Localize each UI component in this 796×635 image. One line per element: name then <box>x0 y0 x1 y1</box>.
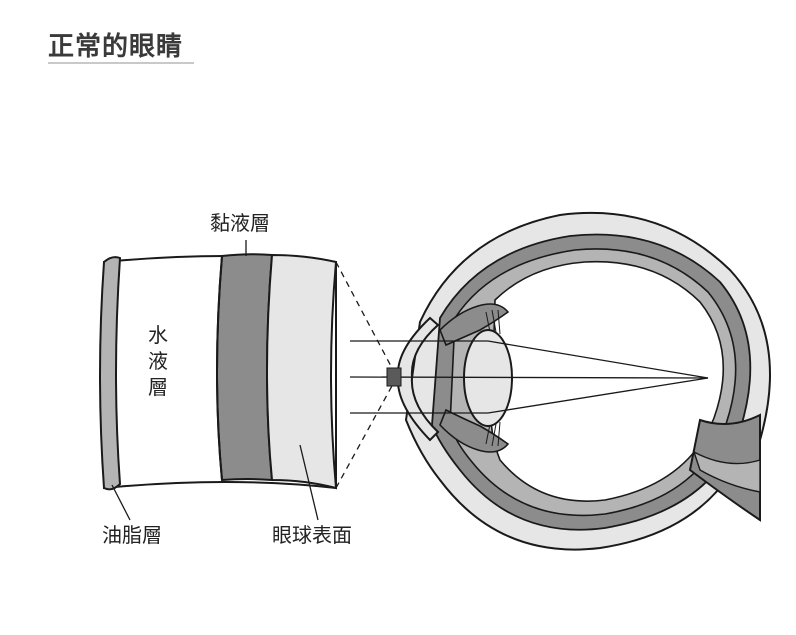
zoom-focus-marker <box>387 368 401 386</box>
aqueous-layer-label-3: 層 <box>148 375 168 399</box>
aqueous-layer-label-1: 水 <box>148 323 168 347</box>
mucin-layer-band <box>217 254 272 480</box>
zoom-lines <box>336 262 393 488</box>
tear-film-section <box>100 254 336 489</box>
mucin-layer-label: 黏液層 <box>210 211 270 235</box>
aqueous-layer-label-2: 液 <box>148 349 168 373</box>
eye-surface-label: 眼球表面 <box>272 523 352 547</box>
eyeball-cross-section <box>398 213 770 550</box>
lipid-layer-band <box>100 257 120 489</box>
lipid-layer-label: 油脂層 <box>102 523 162 547</box>
